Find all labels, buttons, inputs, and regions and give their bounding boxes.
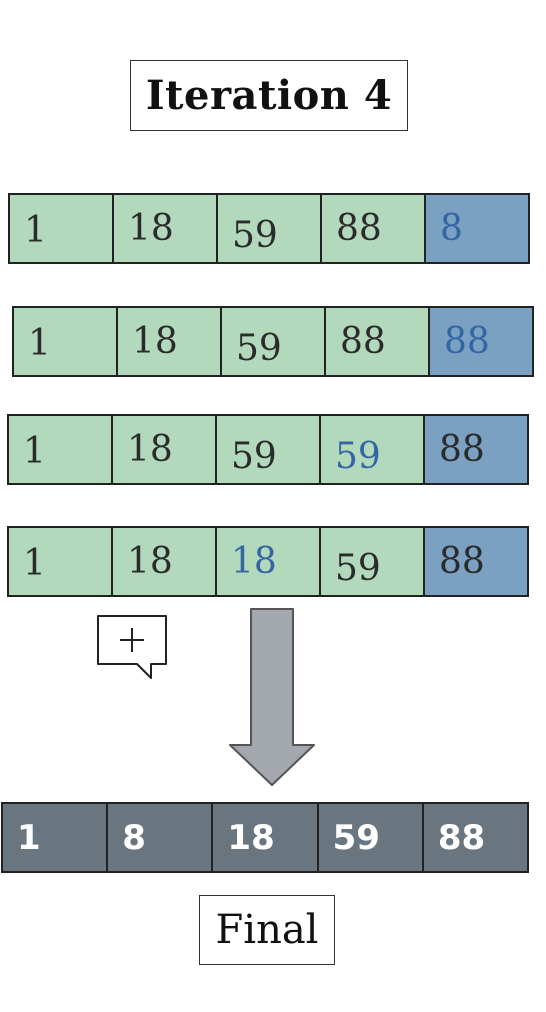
- shifted-cell: 18: [217, 528, 321, 595]
- array-row-2: 1 18 59 88 88: [12, 306, 534, 377]
- array-cell: 88: [326, 308, 430, 375]
- shifted-cell: 59: [321, 416, 425, 483]
- array-cell: 18: [114, 195, 218, 262]
- array-cell: 88: [425, 528, 527, 595]
- array-cell: 88: [322, 195, 426, 262]
- array-cell: 59: [218, 195, 322, 262]
- final-label: Final: [199, 895, 335, 965]
- final-cell: 88: [423, 804, 528, 871]
- final-cell: 8: [108, 804, 214, 871]
- array-cell: 1: [10, 195, 114, 262]
- array-cell: 1: [14, 308, 118, 375]
- array-cell: 1: [9, 528, 113, 595]
- final-cell: 1: [3, 804, 109, 871]
- array-cell: 59: [321, 528, 425, 595]
- final-cell: 59: [318, 804, 424, 871]
- array-cell: 18: [113, 416, 217, 483]
- array-cell: 59: [222, 308, 326, 375]
- final-cell: 18: [213, 804, 319, 871]
- final-array-row: 1 8 18 59 88: [1, 802, 529, 873]
- down-arrow-icon: [229, 608, 315, 786]
- array-row-3: 1 18 59 59 88: [7, 414, 529, 485]
- array-row-4: 1 18 18 59 88: [7, 526, 529, 597]
- key-cell: 8: [426, 195, 528, 262]
- iteration-title: Iteration 4: [130, 60, 408, 131]
- shifted-cell: 88: [430, 308, 532, 375]
- add-comment-icon[interactable]: [95, 614, 169, 680]
- array-cell: 88: [425, 416, 527, 483]
- array-cell: 1: [9, 416, 113, 483]
- array-cell: 18: [118, 308, 222, 375]
- array-cell: 18: [113, 528, 217, 595]
- array-cell: 59: [217, 416, 321, 483]
- array-row-1: 1 18 59 88 8: [8, 193, 530, 264]
